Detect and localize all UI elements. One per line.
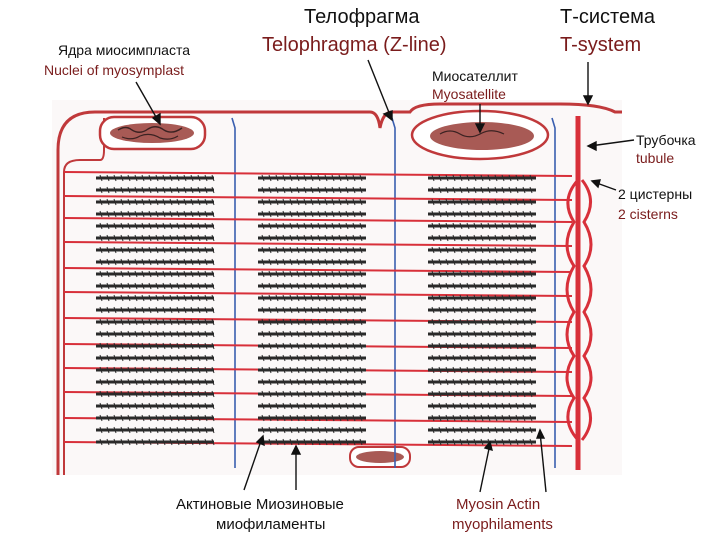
label-myosatellite-ru: Миосателлит <box>432 68 518 84</box>
muscle-fiber <box>52 100 622 475</box>
label-tubule-en: tubule <box>636 150 674 166</box>
label-tsystem-en: T-system <box>560 34 641 57</box>
label-filaments-ru-1: Актиновые Миозиновые <box>176 496 344 513</box>
label-telophragma-ru: Телофрагма <box>304 6 419 29</box>
label-tsystem-ru: Т-система <box>560 6 655 29</box>
label-cisterns-ru: 2 цистерны <box>618 186 692 202</box>
label-filaments-en-1: Myosin Actin <box>456 496 540 513</box>
myosymplast-nucleus <box>100 117 205 149</box>
label-filaments-ru-2: миофиламенты <box>216 516 325 533</box>
myosin-filaments <box>96 175 536 445</box>
label-telophragma-en: Telophragma (Z-line) <box>262 34 447 57</box>
label-nuclei-ru: Ядра миосимпласта <box>58 42 190 58</box>
bottom-nucleus <box>350 447 410 467</box>
label-cisterns-en: 2 cisterns <box>618 206 678 222</box>
label-nuclei-en: Nuclei of myosymplast <box>44 62 184 78</box>
label-tubule-ru: Трубочка <box>636 132 696 148</box>
label-myosatellite-en: Myosatellite <box>432 86 506 102</box>
label-filaments-en-2: myophilaments <box>452 516 553 533</box>
